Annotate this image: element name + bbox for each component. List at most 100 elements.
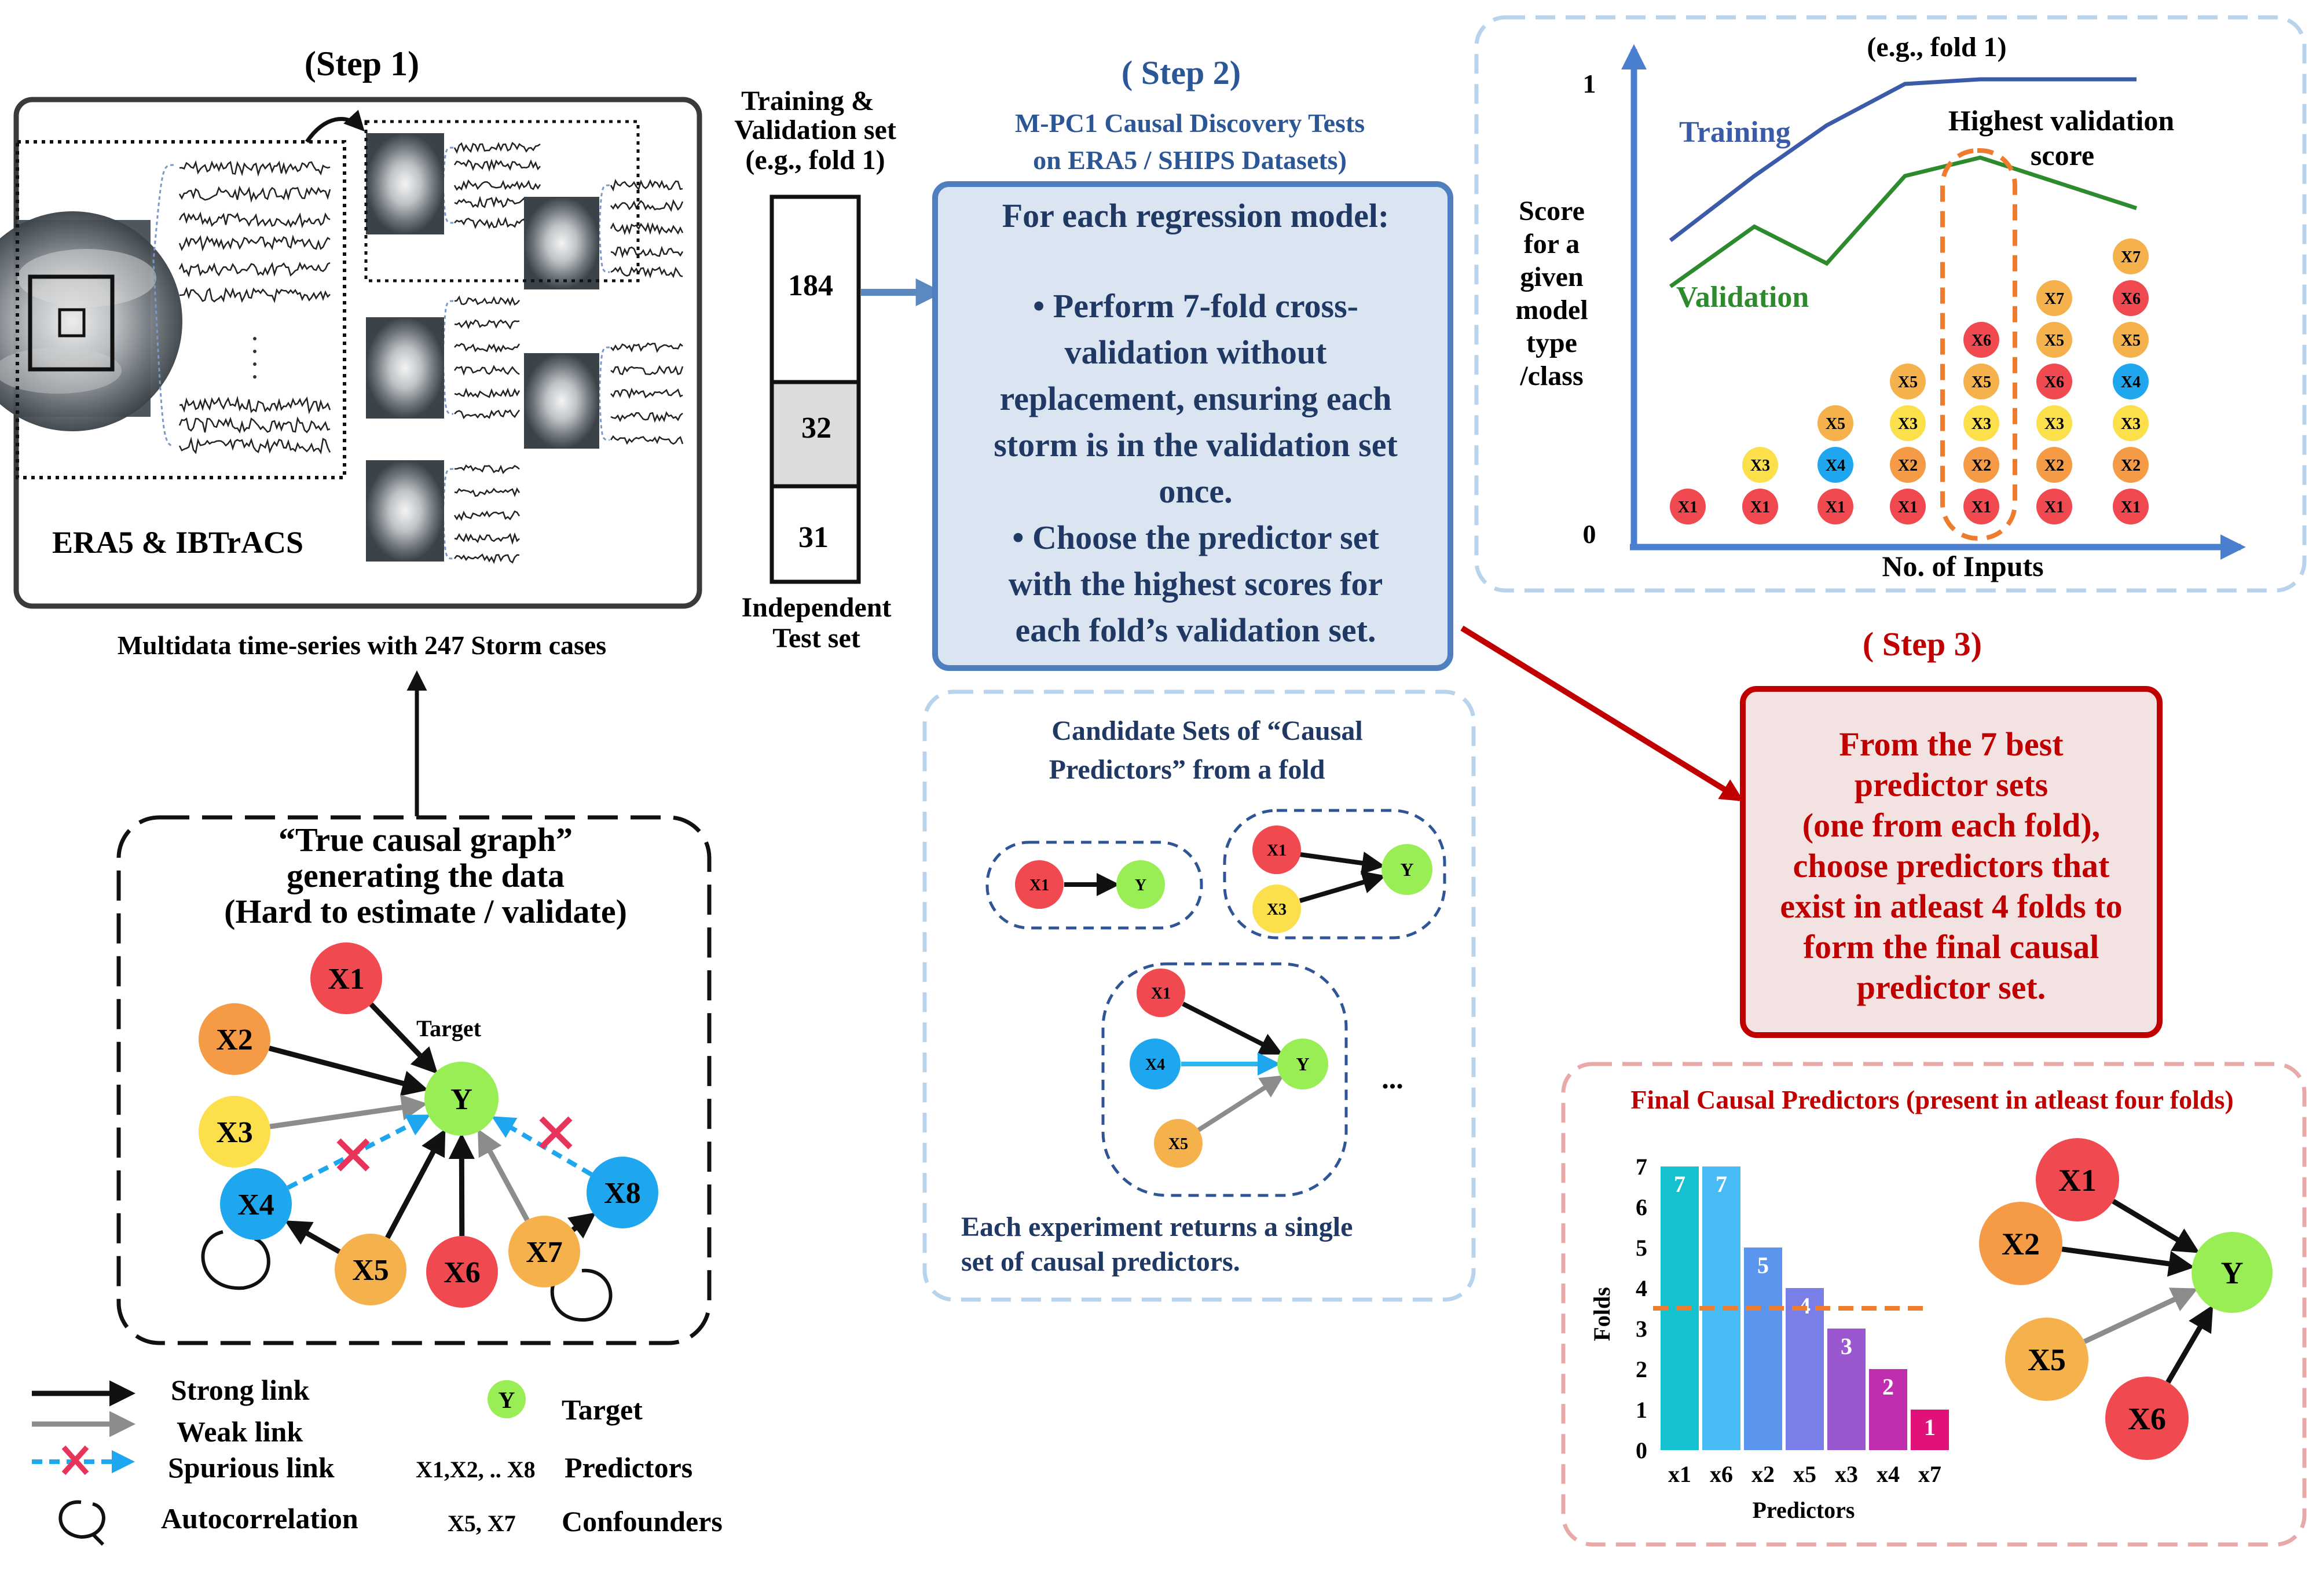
candidate-node-x5: X5 (1154, 1119, 1203, 1168)
node-circle (1277, 1039, 1328, 1089)
scoreplot-xlabel: No. of Inputs (1882, 550, 2043, 582)
truegraph-node-x1: X1 (310, 942, 382, 1014)
node-circle (2036, 364, 2072, 399)
strong-link (2165, 1305, 2214, 1384)
stack-ball: X6 (1963, 322, 1999, 358)
node-circle (1670, 489, 1706, 524)
bar-value-label: 4 (1799, 1293, 1811, 1319)
step3-title: ( Step 3) (1863, 625, 1982, 663)
strong-link (2112, 1199, 2200, 1253)
time-series-line (454, 319, 520, 330)
split-footer-line-2: Test set (772, 623, 860, 654)
chart-ytick: 6 (1636, 1194, 1647, 1220)
weak-link (269, 1094, 428, 1129)
node-label: X1 (328, 963, 365, 996)
node-circle (335, 1234, 406, 1305)
stack-ball: X5 (1890, 364, 1926, 399)
spurious-cross-icon (336, 1138, 370, 1172)
chart-ytick: 4 (1636, 1275, 1647, 1301)
time-series-line (454, 387, 521, 398)
node-circle (1890, 364, 1926, 399)
step2-line: once. (1159, 472, 1232, 510)
step2-line: replacement, ensuring each (999, 380, 1391, 417)
scoreplot-ylabel-line: model (1515, 295, 1588, 325)
spurious-cross-icon (539, 1116, 573, 1150)
bar-value-label: 1 (1924, 1414, 1936, 1440)
autocorrelation-loop-icon (201, 1230, 270, 1290)
time-series-line (610, 365, 684, 376)
stack-ball: X1 (1890, 489, 1926, 524)
node-circle (2036, 1138, 2119, 1221)
ellipsis-dot (253, 362, 256, 366)
chart-xlabel: Predictors (1753, 1497, 1855, 1523)
strong-link (284, 1220, 341, 1254)
candidate-node-x1: X1 (1015, 860, 1064, 909)
stack-ball: X1 (1817, 489, 1853, 524)
node-circle (2036, 322, 2072, 358)
node-label: X7 (2044, 290, 2064, 308)
step3-line: choose predictors that (1793, 847, 2110, 885)
step2-line: • Perform 7-fold cross- (1033, 287, 1358, 325)
truegraph-node-x8: X8 (587, 1157, 658, 1228)
node-circle (220, 1168, 292, 1240)
node-label: X3 (1898, 415, 1918, 433)
final-node-x5: X5 (2005, 1318, 2088, 1401)
weak-link (2083, 1287, 2198, 1344)
time-series-line (454, 295, 520, 306)
step3-line: From the 7 best (1839, 725, 2064, 763)
candidates-panel (922, 689, 1476, 1302)
step2-title: ( Step 2) (1122, 54, 1241, 91)
node-circle (2113, 489, 2149, 524)
step2-subtitle-line-1: M-PC1 Causal Discovery Tests (1015, 108, 1365, 138)
time-series-line (178, 436, 331, 454)
legend-target-label: Target (562, 1393, 643, 1426)
legend-target-node (488, 1380, 526, 1418)
strong-link (1182, 1001, 1283, 1055)
weak-link (1197, 1075, 1284, 1132)
time-series-line (610, 435, 684, 445)
final-node-x6: X6 (2105, 1377, 2189, 1460)
candidate-node-y: Y (1381, 844, 1432, 895)
stack-ball: X1 (1670, 489, 1706, 524)
time-series-line (454, 409, 521, 420)
node-label: X6 (444, 1256, 481, 1289)
curved-arrow (305, 109, 365, 143)
era5-dotted-frame (16, 140, 346, 479)
bar-value-label: 7 (1674, 1171, 1685, 1197)
candidates-title-line-1: Candidate Sets of “Causal (1051, 716, 1362, 746)
node-circle (1979, 1202, 2062, 1285)
time-series-line (610, 342, 683, 353)
candidate-node-x4: X4 (1130, 1039, 1181, 1089)
legend-spurious-label: Spurious link (168, 1451, 335, 1484)
node-label: X2 (2002, 1227, 2040, 1261)
node-label: X5 (1168, 1135, 1188, 1153)
truegraph-node-x6: X6 (426, 1236, 498, 1308)
stack-ball: X3 (2036, 405, 2072, 441)
bar-category-label: x5 (1793, 1461, 1816, 1487)
strong-link (448, 1132, 475, 1237)
stack-ball: X2 (2113, 447, 2149, 483)
step2-box-text: For each regression model:• Perform 7-fo… (994, 197, 1398, 649)
time-series-line (454, 343, 521, 353)
legend-predictors-label: Predictors (565, 1451, 692, 1484)
scoreplot-title: (e.g., fold 1) (1867, 32, 2006, 63)
node-label: X5 (1898, 373, 1918, 391)
node-label: X6 (2128, 1401, 2166, 1436)
bar-x3 (1827, 1329, 1866, 1450)
node-label: X4 (1826, 457, 1845, 475)
bar-category-label: x7 (1918, 1461, 1941, 1487)
chart-ytick: 5 (1636, 1235, 1647, 1261)
ellipsis-dot (253, 375, 256, 379)
node-circle (1116, 860, 1165, 909)
node-label: X1 (1971, 498, 1991, 516)
chart-ytick: 3 (1636, 1316, 1647, 1342)
time-series-line (454, 532, 520, 545)
split-validation-count: 32 (801, 412, 831, 445)
truegraph-title-line-2: generating the data (287, 857, 565, 894)
split-header-line-3: (e.g., fold 1) (745, 145, 885, 175)
validation-label: Validation (1676, 281, 1809, 314)
step2-line: each fold’s validation set. (1016, 611, 1376, 649)
